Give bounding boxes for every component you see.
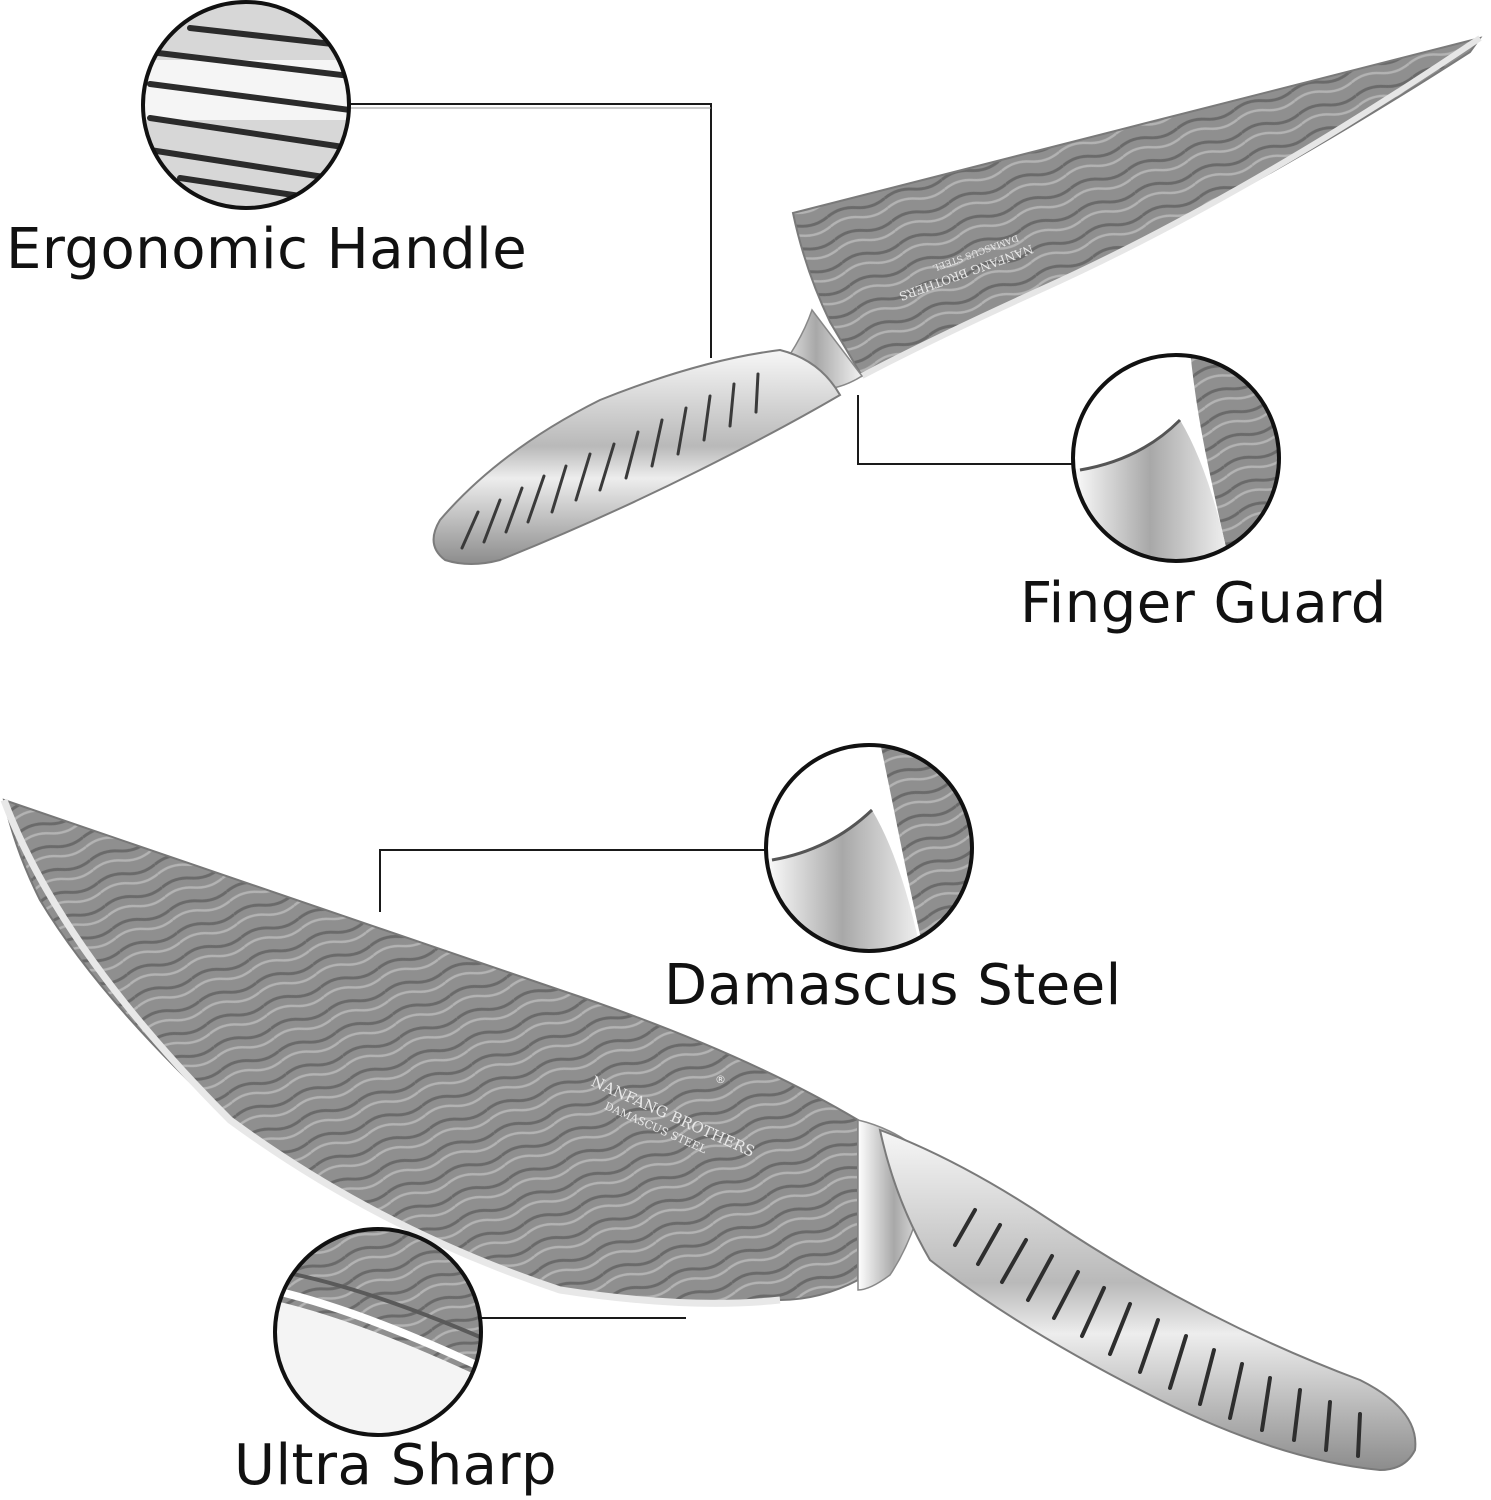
- ergonomic-handle-zoom: [141, 0, 351, 210]
- finger-guard-callout-line: [857, 395, 1073, 465]
- bottom-knife: NANFANG BROTHERS DAMASCUS STEEL ®: [0, 798, 1417, 1472]
- ergonomic-handle-label: Ergonomic Handle: [6, 217, 528, 282]
- ultra-sharp-zoom: [273, 1227, 483, 1437]
- ultra-sharp-label: Ultra Sharp: [234, 1433, 558, 1498]
- finger-guard-label: Finger Guard: [1020, 571, 1387, 636]
- bottom-knife-registered-mark: ®: [715, 1073, 726, 1086]
- ergonomic-handle-callout-line: [350, 103, 712, 358]
- bottom-knife-handle: [878, 1128, 1417, 1472]
- bottom-knife-blade: [2, 798, 859, 1305]
- damascus-steel-label: Damascus Steel: [664, 953, 1122, 1018]
- finger-guard-zoom: [1071, 353, 1281, 563]
- damascus-steel-callout-line: [379, 849, 766, 912]
- top-knife-blade: [791, 36, 1483, 378]
- callout-lines: [350, 103, 1073, 1319]
- top-knife: NANFANG BROTHERS DAMASCUS STEEL: [432, 35, 1483, 565]
- damascus-steel-zoom: [764, 743, 974, 953]
- top-knife-handle: [432, 348, 842, 565]
